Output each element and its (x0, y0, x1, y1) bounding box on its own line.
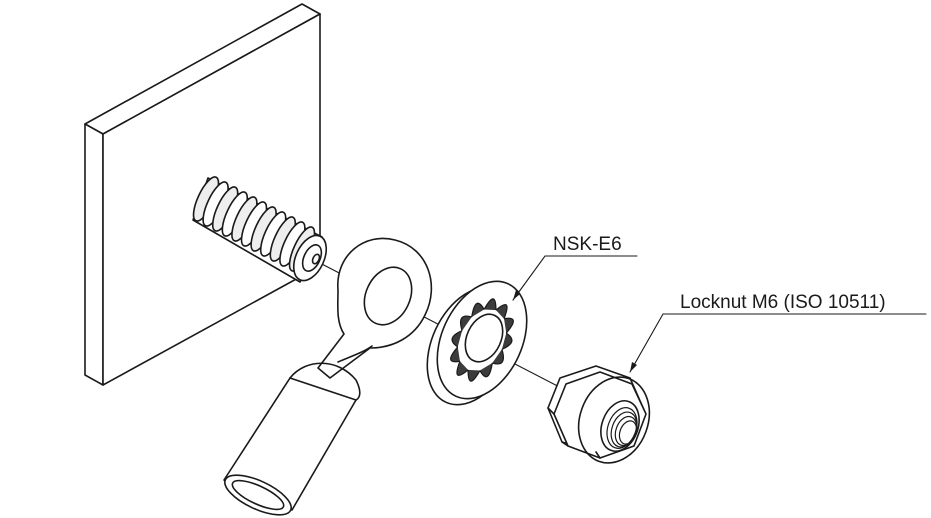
locknut-callout: Locknut M6 (ISO 10511) (629, 292, 927, 373)
washer-tooth (459, 315, 472, 331)
washer-tooth (483, 298, 497, 311)
washer-tooth (503, 317, 514, 334)
serrated-lock-washer (426, 280, 528, 406)
nut-thread-ring (618, 420, 638, 445)
washer-tooth (467, 369, 481, 382)
washer-tooth (495, 304, 508, 319)
washer-tooth (479, 362, 493, 378)
washer-tooth (451, 330, 463, 348)
washer-tooth (471, 302, 485, 318)
threaded-stud (192, 176, 328, 283)
washer-tooth (456, 361, 469, 376)
washer-callout: NSK-E6 (512, 234, 638, 301)
locknut (547, 365, 651, 464)
washer-label: NSK-E6 (553, 234, 622, 255)
locknut-label: Locknut M6 (ISO 10511) (680, 292, 886, 313)
washer-tooth (501, 332, 513, 350)
washer-tooth (450, 346, 461, 363)
washer-tooth (492, 349, 505, 365)
ring-terminal (223, 237, 433, 516)
